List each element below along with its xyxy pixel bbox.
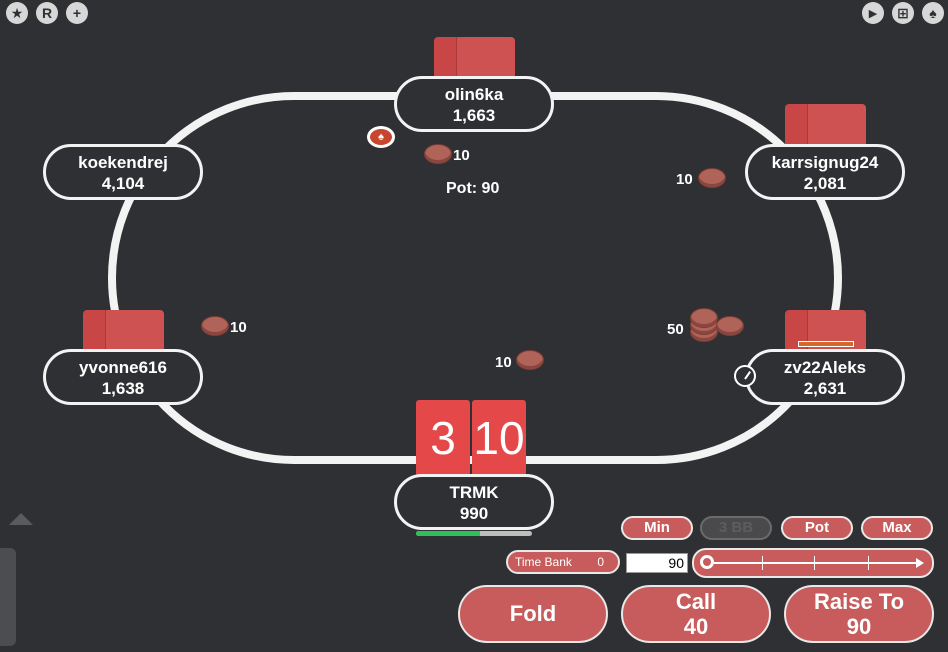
bet-right-top: 10 [676, 171, 693, 188]
fold-label: Fold [509, 601, 557, 626]
max-button[interactable]: Max [861, 516, 933, 540]
bet-hero: 10 [495, 354, 512, 371]
chip-icon [516, 350, 544, 370]
hero-card-1: 3 [416, 400, 470, 476]
bet-amount-input[interactable]: 90 [626, 553, 688, 573]
slider-thumb[interactable] [700, 555, 714, 569]
raise-amount: 90 [846, 614, 872, 639]
plus-icon[interactable]: + [66, 2, 88, 24]
player-name: zv22Aleks [783, 358, 867, 377]
slider-tick [868, 556, 869, 570]
chip-icon [424, 144, 452, 164]
min-button[interactable]: Min [621, 516, 693, 540]
star-icon[interactable]: ★ [6, 2, 28, 24]
raise-button[interactable]: Raise To 90 [784, 585, 934, 643]
facedown-cards-top [434, 37, 515, 77]
bet-left-bottom: 10 [230, 319, 247, 336]
chip-icon [690, 308, 718, 328]
bet-right-bottom: 50 [667, 321, 684, 338]
player-name: yvonne616 [79, 358, 167, 377]
chip-icon [201, 316, 229, 336]
call-button[interactable]: Call 40 [621, 585, 771, 643]
facedown-cards-left-bottom [83, 310, 164, 350]
spade-icon: ♠ [370, 129, 392, 145]
player-name: olin6ka [444, 85, 504, 104]
player-stack: 2,631 [803, 379, 847, 398]
seat-right-bottom[interactable]: zv22Aleks 2,631 [745, 349, 905, 405]
call-amount: 40 [683, 614, 709, 639]
bet-top: 10 [453, 147, 470, 164]
pot-button[interactable]: Pot [781, 516, 853, 540]
dealer-button: ♠ [367, 126, 395, 148]
player-name: koekendrej [78, 153, 168, 172]
chip-icon [698, 168, 726, 188]
3bb-button[interactable]: 3 BB [700, 516, 772, 540]
player-stack: 1,638 [101, 379, 145, 398]
spade-icon[interactable]: ♠ [922, 2, 944, 24]
slider-track [706, 562, 920, 564]
facedown-cards-right-top [785, 104, 866, 144]
expand-up-icon[interactable] [9, 513, 33, 525]
pot-label: Pot: 90 [446, 180, 500, 197]
time-bank-value: 0 [597, 555, 604, 569]
chip-icon [716, 316, 744, 336]
time-bank[interactable]: Time Bank 0 [506, 550, 620, 574]
slider-tick [762, 556, 763, 570]
slider-tick [814, 556, 815, 570]
clock-icon [734, 365, 756, 387]
raise-label: Raise To [813, 589, 905, 614]
player-name: karrsignug24 [771, 153, 879, 172]
r-icon[interactable]: R [36, 2, 58, 24]
seat-top[interactable]: olin6ka 1,663 [394, 76, 554, 132]
play-icon[interactable]: ▶ [862, 2, 884, 24]
seat-left-top[interactable]: koekendrej 4,104 [43, 144, 203, 200]
side-panel-handle[interactable] [0, 548, 16, 646]
seat-left-bottom[interactable]: yvonne616 1,638 [43, 349, 203, 405]
player-stack: 990 [459, 504, 489, 523]
action-indicator [798, 341, 854, 347]
hero-timer-fill [416, 531, 480, 536]
hero-timer-bar [416, 531, 532, 536]
seat-hero[interactable]: TRMK 990 [394, 474, 554, 530]
fold-button[interactable]: Fold [458, 585, 608, 643]
hero-card-2: 10 [472, 400, 526, 476]
player-stack: 2,081 [803, 174, 847, 193]
seat-right-top[interactable]: karrsignug24 2,081 [745, 144, 905, 200]
player-stack: 1,663 [452, 106, 496, 125]
time-bank-label: Time Bank [515, 555, 572, 569]
grid-icon[interactable]: ⊞ [892, 2, 914, 24]
player-stack: 4,104 [101, 174, 145, 193]
player-name: TRMK [449, 483, 499, 502]
slider-arrow-icon [916, 558, 924, 568]
call-label: Call [675, 589, 717, 614]
bet-slider[interactable] [692, 548, 934, 578]
